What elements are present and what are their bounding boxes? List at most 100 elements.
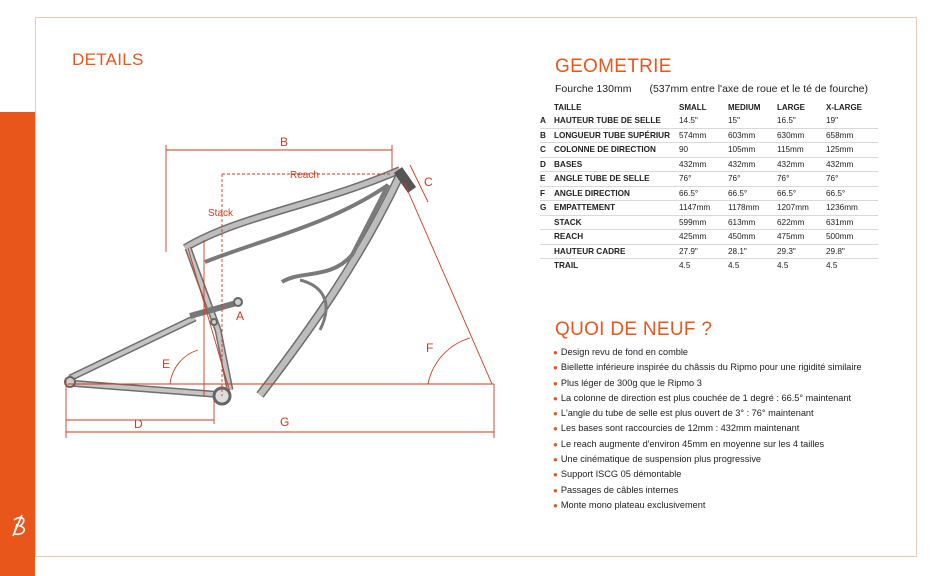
row-value: 450mm: [728, 229, 777, 245]
bullet-icon: ●: [553, 348, 558, 357]
row-value: 66.5°: [777, 186, 826, 201]
row-value: 4.5: [826, 261, 838, 271]
row-value: 90: [679, 142, 728, 158]
page-frame: [35, 17, 917, 557]
row-value: 599mm: [679, 215, 728, 230]
news-item-text: Biellette inférieure inspirée du châssis…: [560, 362, 862, 373]
label-c: C: [424, 175, 433, 189]
row-value: 658mm: [826, 128, 878, 143]
row-value: 1236mm: [826, 200, 878, 216]
header-size-medium: MEDIUM: [728, 102, 761, 112]
row-value: 15": [728, 114, 777, 129]
row-value: 500mm: [826, 229, 878, 245]
row-value: 630mm: [777, 128, 826, 143]
fork-info: Fourche 130mm (537mm entre l'axe de roue …: [555, 83, 868, 95]
bullet-icon: ●: [553, 363, 558, 373]
row-letter: G: [540, 200, 554, 216]
row-value: 574mm: [679, 128, 728, 143]
row-value: 432mm: [679, 157, 728, 172]
row-label: HAUTEUR TUBE DE SELLE: [554, 114, 679, 129]
row-value: 1207mm: [777, 200, 826, 216]
row-label: LONGUEUR TUBE SUPÉRIUR: [554, 128, 679, 143]
row-letter: A: [540, 114, 554, 129]
news-item: ●Support ISCG 05 démontable: [553, 467, 862, 482]
label-reach: Reach: [290, 170, 319, 181]
row-value: 105mm: [728, 142, 777, 158]
bullet-icon: ●: [553, 439, 558, 449]
row-value: 4.5: [777, 261, 789, 271]
news-item: ●L'angle du tube de selle est plus ouver…: [553, 406, 862, 421]
dimension-lines: [65, 145, 495, 438]
row-letter: F: [540, 186, 554, 201]
news-list: ●Design revu de fond en comble●Biellette…: [553, 345, 862, 513]
row-letter: B: [540, 128, 554, 143]
news-item-text: Le reach augmente d'environ 45mm en moye…: [560, 438, 825, 449]
row-letter: [540, 229, 554, 245]
label-g: G: [280, 415, 289, 429]
row-value: 66.5°: [728, 186, 777, 201]
news-item-text: Support ISCG 05 démontable: [560, 469, 682, 480]
news-item: ●Design revu de fond en comble: [553, 345, 862, 360]
row-label: BASES: [554, 157, 679, 172]
row-letter: D: [540, 157, 554, 172]
label-d: D: [134, 417, 143, 431]
fork-label: Fourche 130mm: [555, 83, 632, 95]
header-size-label: TAILLE: [554, 102, 582, 112]
fork-note: (537mm entre l'axe de roue et le té de f…: [649, 83, 868, 95]
row-value: 631mm: [826, 215, 878, 230]
row-value: 613mm: [728, 215, 777, 230]
row-letter: E: [540, 171, 554, 187]
row-value: 1178mm: [728, 200, 777, 216]
row-value: 475mm: [777, 229, 826, 245]
bike-frame-drawing: [64, 166, 417, 406]
news-item: ●Biellette inférieure inspirée du châssi…: [553, 360, 862, 375]
row-value: 432mm: [777, 157, 826, 172]
row-value: 66.5°: [826, 186, 878, 201]
row-label: ANGLE DIRECTION: [554, 186, 679, 201]
news-item-text: Une cinématique de suspension plus progr…: [560, 454, 762, 465]
row-value: 432mm: [826, 157, 878, 172]
row-value: 4.5: [728, 261, 740, 271]
row-label: EMPATTEMENT: [554, 200, 679, 216]
row-label: STACK: [554, 215, 679, 230]
news-item-text: La colonne de direction est plus couchée…: [560, 392, 852, 403]
row-label: ANGLE TUBE DE SELLE: [554, 171, 679, 187]
label-e: E: [162, 357, 170, 371]
row-letter: [540, 215, 554, 230]
row-value: 115mm: [777, 142, 826, 158]
row-value: 622mm: [777, 215, 826, 230]
row-value: 19": [826, 114, 878, 129]
news-item-text: Plus léger de 300g que le Ripmo 3: [560, 377, 702, 388]
header-size-large: LARGE: [777, 102, 805, 112]
geometry-header-row: TAILLE SMALL MEDIUM LARGE X-LARGE: [540, 100, 878, 114]
label-stack: Stack: [208, 208, 234, 219]
row-label: HAUTEUR CADRE: [554, 244, 679, 259]
bullet-icon: ●: [553, 378, 558, 388]
row-label: COLONNE DE DIRECTION: [554, 142, 679, 158]
row-value: 76°: [679, 171, 728, 187]
news-item: ●Le reach augmente d'environ 45mm en moy…: [553, 437, 862, 452]
news-item-text: Passages de câbles internes: [560, 484, 679, 495]
news-item: ●Une cinématique de suspension plus prog…: [553, 452, 862, 467]
row-value: 76°: [728, 171, 777, 187]
row-value: 29.3": [777, 244, 826, 259]
row-value: 27.9": [679, 244, 728, 259]
news-item: ●Plus léger de 300g que le Ripmo 3: [553, 376, 862, 391]
row-value: 603mm: [728, 128, 777, 143]
news-item-text: Design revu de fond en comble: [560, 347, 689, 357]
row-value: 14.5": [679, 114, 728, 129]
row-value: 76°: [777, 171, 826, 187]
dimension-labels: B Reach Stack C A E F D G: [134, 135, 433, 431]
news-item: ●Monte mono plateau exclusivement: [553, 498, 862, 513]
news-item: ●Les bases sont raccourcies de 12mm : 43…: [553, 421, 862, 436]
bullet-icon: ●: [553, 424, 558, 434]
